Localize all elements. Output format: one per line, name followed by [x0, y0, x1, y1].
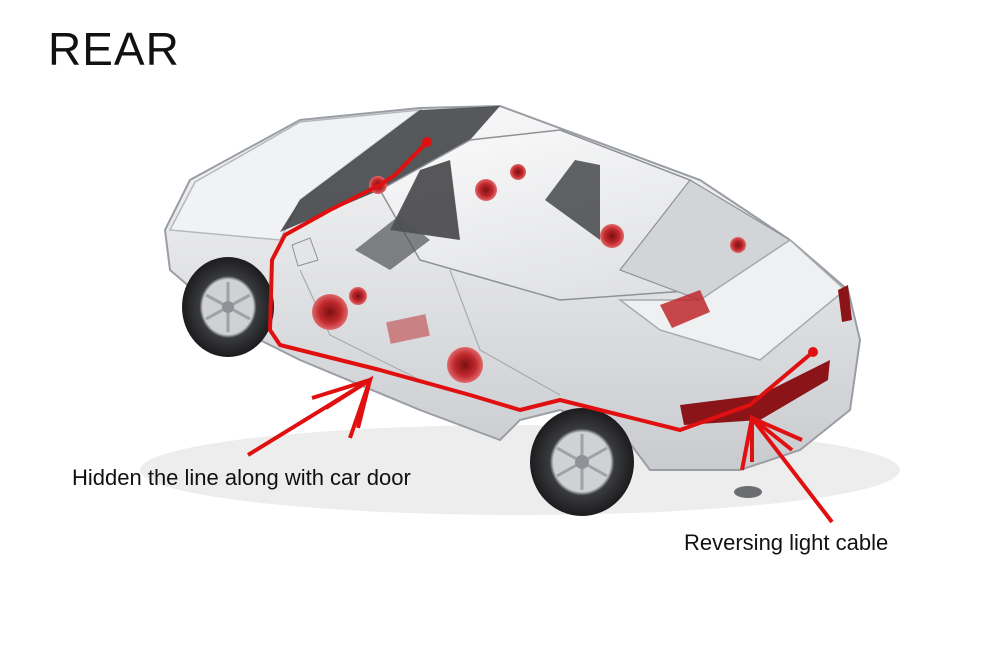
cable-start-point [422, 137, 432, 147]
reversing-cable-arrow [740, 413, 834, 524]
speaker-center [510, 164, 526, 180]
door-line-front [299, 269, 421, 381]
speaker-door-front-small [349, 287, 367, 305]
speaker-door-front [312, 294, 348, 330]
steering-area [355, 215, 430, 270]
speaker-front-pillar [475, 179, 497, 201]
speaker-rear-shelf [730, 237, 746, 253]
tail-light [680, 360, 830, 425]
trunk-unit [660, 290, 710, 328]
side-mirror [291, 237, 319, 267]
control-box [386, 314, 430, 344]
front-seat [390, 160, 460, 240]
cable-route [268, 140, 815, 432]
rear-seat [545, 160, 600, 240]
cable-end-point [808, 347, 818, 357]
door-line-arrow [246, 375, 374, 457]
speaker-door-rear [447, 347, 483, 383]
speaker-rear-door-left [600, 224, 624, 248]
tail-light-right [838, 285, 852, 322]
windshield [280, 106, 500, 232]
diagram-title: REAR [48, 23, 180, 75]
reversing-cable-caption: Reversing light cable [684, 530, 889, 555]
exhaust [734, 486, 762, 498]
door-line-caption: Hidden the line along with car door [72, 465, 411, 490]
door-line-rear [449, 269, 561, 396]
